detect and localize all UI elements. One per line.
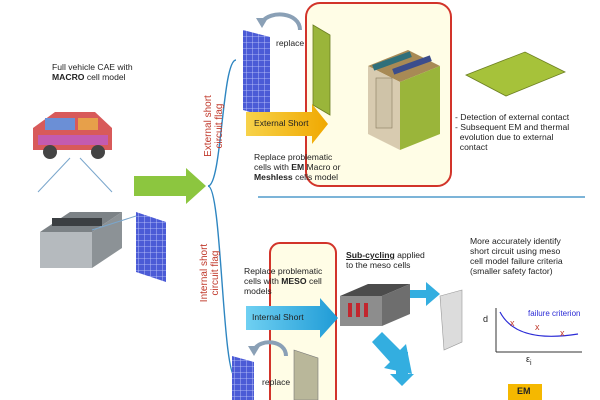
internal-desc-line1: Replace problematic	[244, 266, 323, 276]
accuracy-text: More accurately identify short circuit u…	[470, 236, 598, 277]
accuracy-line2: short circuit using meso	[470, 246, 561, 257]
svg-text:x: x	[560, 328, 565, 338]
internal-desc-line2a: cells with	[244, 276, 282, 287]
green-plate-top	[312, 24, 331, 116]
axis-epsilon-label: εi	[526, 354, 532, 368]
vehicle-model	[33, 112, 112, 159]
external-flag-line2: circuit flag	[214, 103, 225, 149]
internal-flag-line2: circuit flag	[210, 250, 221, 296]
external-short-label: External Short	[254, 118, 309, 128]
internal-description: Replace problematic cells with MESO cell…	[244, 266, 354, 296]
vehicle-caption: Full vehicle CAE with MACRO cell model	[52, 62, 172, 82]
replace-label-bottom: replace	[262, 377, 291, 387]
subcycling-bold: Sub-cycling	[346, 250, 395, 260]
meso-module	[340, 284, 410, 326]
external-desc-line1: Replace problematic	[254, 152, 333, 162]
bullet-evolution-c: contact	[455, 142, 488, 153]
external-bullets: - Detection of external contact - Subseq…	[455, 112, 597, 153]
bullet-evolution-b: evolution due to external	[455, 132, 554, 143]
external-desc-line3b: cells model	[292, 172, 339, 183]
accuracy-line4: (smaller safety factor)	[470, 266, 553, 277]
internal-flag-line1: Internal short	[199, 243, 210, 303]
em-down-arrow	[390, 352, 414, 386]
vehicle-caption-line1: Full vehicle CAE with	[52, 62, 133, 72]
external-short-flag: External short circuit flag	[203, 76, 225, 176]
macro-label: MACRO	[52, 72, 85, 83]
em-box	[508, 384, 542, 400]
meso-bold: MESO	[281, 276, 307, 287]
internal-short-label: Internal Short	[252, 312, 304, 322]
external-flag-line1: External short	[203, 95, 214, 157]
axis-epsilon-sub: i	[530, 359, 532, 367]
em-bold: EM	[291, 162, 305, 173]
internal-short-arrow	[246, 298, 338, 338]
em-box-label: EM	[517, 386, 531, 396]
external-description: Replace problematic cells with EM Macro …	[254, 152, 374, 182]
failure-graph: x x x	[495, 308, 582, 353]
external-desc-line2c: Macro or	[304, 162, 341, 173]
subcycling-rest: applied	[394, 250, 425, 260]
accuracy-line1: More accurately identify	[470, 236, 561, 246]
failure-criterion-label: failure criterion	[528, 309, 581, 318]
external-desc-line2a: cells with	[254, 162, 292, 173]
bullet-evolution-a: - Subsequent EM and thermal	[455, 122, 570, 133]
meso-up-arrow	[410, 282, 440, 306]
subcycling-text: Sub-cycling applied to the meso cells	[346, 250, 456, 270]
replace-arrow-top	[260, 12, 302, 31]
internal-short-flag: Internal short circuit flag	[199, 223, 221, 323]
replace-label-top: replace	[276, 38, 305, 48]
accuracy-line3: cell model failure criteria	[470, 256, 563, 267]
external-short-arrow	[246, 104, 328, 144]
crumpled-cell	[439, 289, 463, 351]
grid-panel-top	[243, 30, 270, 118]
green-plate-right	[465, 51, 566, 97]
axis-d-label: d	[483, 314, 489, 324]
battery-module-top	[368, 50, 440, 150]
meshless-bold: Meshless	[254, 172, 293, 183]
svg-text:x: x	[510, 318, 515, 328]
internal-desc-line3: models	[244, 286, 272, 297]
cell-model-label: cell model	[84, 72, 126, 83]
subcycling-line2: to the meso cells	[346, 260, 411, 271]
battery-pack	[40, 212, 122, 268]
grid-panel-left	[136, 212, 166, 282]
plate-bottom	[293, 349, 319, 400]
grid-panel-bottom	[232, 356, 254, 400]
axis-epsilon: ε	[526, 354, 531, 364]
internal-desc-line2c: cell	[306, 276, 322, 287]
svg-text:x: x	[535, 322, 540, 332]
bullet-detection: - Detection of external contact	[455, 112, 570, 122]
flag-bracket	[207, 59, 237, 379]
green-flow-arrow	[134, 168, 206, 204]
